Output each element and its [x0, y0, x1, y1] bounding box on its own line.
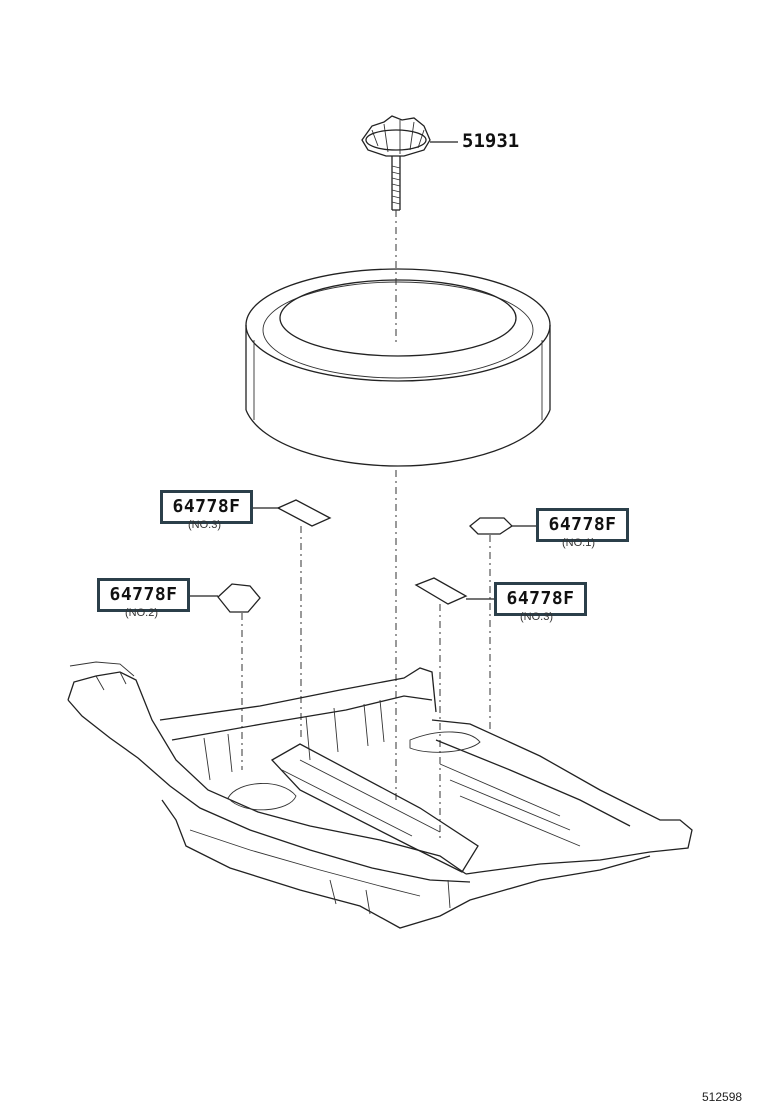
callout-hole-plug-top-left[interactable]: 64778F — [160, 490, 253, 524]
diagram-id: 512598 — [702, 1090, 743, 1104]
plug-note-top-left: (NO.3) — [188, 519, 221, 531]
callout-hole-plug-left[interactable]: 64778F — [97, 578, 190, 612]
spare-tire-icon — [245, 268, 551, 467]
plug-note-left: (NO.2) — [125, 607, 158, 619]
callout-hole-plug-right[interactable]: 64778F — [494, 582, 587, 616]
plug-note-right: (NO.3) — [520, 611, 553, 623]
callout-hole-plug-top-right[interactable]: 64778F — [536, 508, 629, 542]
hole-plug-shape-top-left — [276, 499, 332, 527]
hole-plug-shape-left — [217, 583, 261, 613]
plug-note-top-right: (NO.1) — [562, 537, 595, 549]
hole-plug-shape-right — [414, 577, 468, 605]
rear-floor-pan-icon — [67, 661, 693, 929]
part-number-51931[interactable]: 51931 — [462, 130, 520, 152]
hold-down-bolt-icon — [361, 115, 431, 211]
hole-plug-shape-top-right — [469, 517, 514, 535]
